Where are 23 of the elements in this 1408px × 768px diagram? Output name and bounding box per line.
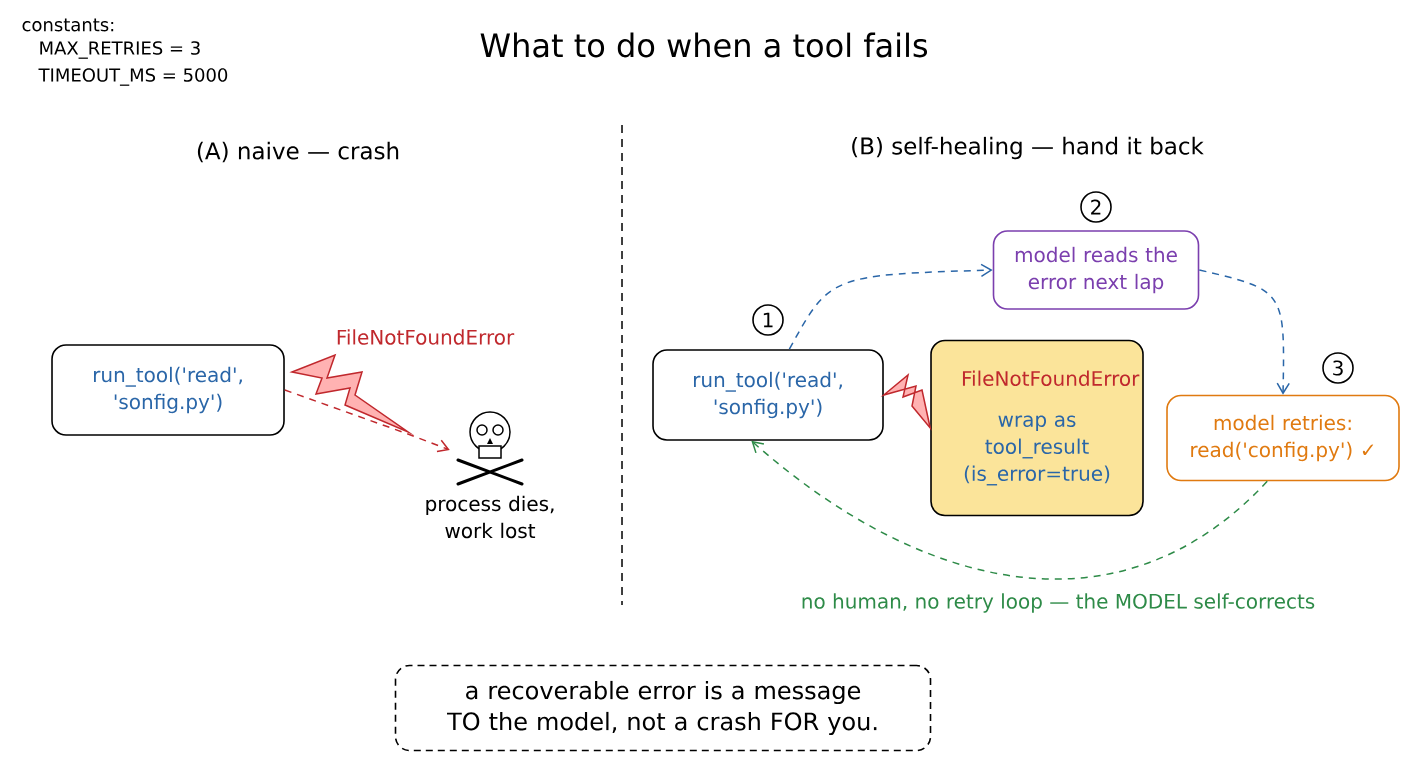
constants-label: MAX_RETRIES = 3 <box>40 41 200 59</box>
note-box: a recoverable error is a message TO the model, not a crash FOR you. <box>394 664 932 752</box>
edge-label: FileNotFoundError <box>333 327 517 347</box>
constants-label: TIMEOUT_MS = 5000 <box>38 68 228 86</box>
step-number: 3 <box>1322 352 1354 384</box>
lightning-arrow <box>284 353 450 453</box>
node-label: process dies, work lost <box>426 495 554 539</box>
error-box: FileNotFoundError wrap as tool_result (is_error=true) <box>930 339 1144 517</box>
step-box: model retries: read('config.py') ✓ <box>1166 394 1400 482</box>
arrow <box>1198 269 1290 395</box>
section-heading: (A) naive — crash <box>197 141 399 163</box>
step-number: 1 <box>752 304 784 336</box>
step-number: 2 <box>1080 191 1112 223</box>
edge-label: no human, no retry loop — the MODEL self-corrects <box>798 591 1318 615</box>
title: What to do when a tool fails <box>480 32 928 58</box>
step-box: model reads the error next lap <box>992 230 1200 310</box>
constants-label: constants: <box>22 18 114 32</box>
code-box: run_tool('read', 'sonfig.py') <box>652 349 884 441</box>
skull-drawing <box>456 411 524 486</box>
arrow <box>788 263 993 350</box>
section-heading: (B) self-healing — hand it back <box>852 136 1204 160</box>
code-box: run_tool('read', 'sonfig.py') <box>51 344 285 436</box>
arrow <box>751 440 1268 580</box>
